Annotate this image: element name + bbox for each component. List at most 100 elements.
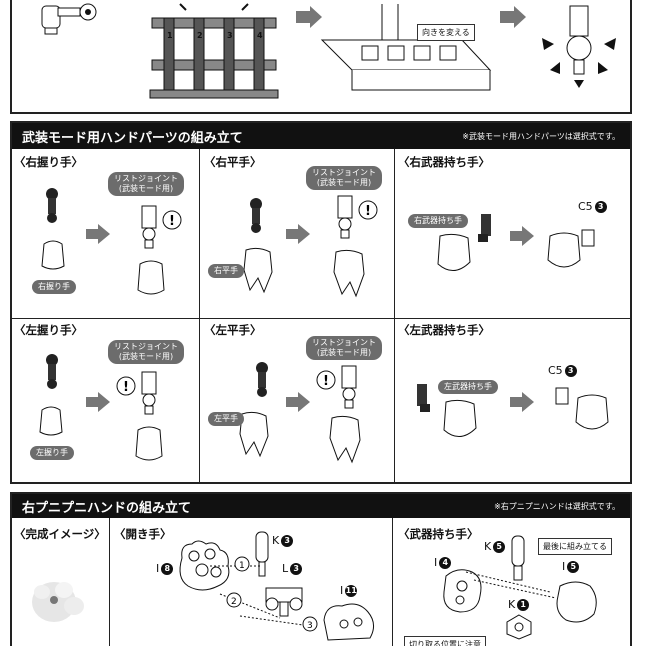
tray-illustration: [320, 4, 492, 91]
connector-part-illustration: [506, 614, 532, 640]
finger-part-illustration: [255, 531, 269, 577]
hand-tag: 右握り手: [32, 280, 76, 294]
wrist-joint-illustration: !: [116, 371, 157, 415]
weapon-hand-assembled-illustration: [555, 387, 609, 430]
top-instruction-frame: 1 2 3 4 向きを変える: [10, 0, 632, 114]
wrist-joint-illustration: !: [316, 365, 357, 409]
cell-label: 〈右平手〉: [204, 155, 262, 169]
svg-text:2: 2: [231, 597, 237, 607]
cell-label: 〈開き手〉: [114, 527, 172, 541]
hand-tag: 左平手: [208, 412, 244, 426]
cell-label: 〈右握り手〉: [14, 155, 83, 169]
step-arrow-icon: [296, 6, 322, 28]
wrist-pin-illustration: [46, 188, 58, 223]
cell-label: 〈左武器持ち手〉: [398, 323, 490, 337]
hand-tag: 右武器持ち手: [408, 214, 468, 228]
weapon-peg-illustration: [417, 384, 430, 412]
cell-label: 〈左平手〉: [204, 323, 262, 337]
wrist-joint-illustration: !: [141, 205, 182, 249]
completed-hand-photo: [32, 582, 84, 622]
grid-divider: [199, 149, 200, 482]
hand-tag: 左握り手: [30, 446, 74, 460]
flat-hand-illustration: [239, 411, 269, 458]
wrist-joint-tag: リストジョイント (武装モード用): [306, 166, 382, 190]
grid-divider: [392, 518, 393, 646]
section-title: 右プニプニハンドの組み立て: [22, 500, 192, 516]
rotate-note: 向きを変える: [417, 24, 475, 41]
assemble-last-note: 最後に組み立てる: [538, 538, 612, 555]
step-arrow-icon: [510, 226, 534, 246]
step-arrow-icon: [286, 392, 310, 412]
wrist-joint-tag: リストジョイント (武装モード用): [306, 336, 382, 360]
fist-hand-illustration: [135, 426, 163, 461]
weapon-hand-illustration: [437, 233, 471, 271]
wrist-joint-tag: リストジョイント (武装モード用): [108, 340, 184, 364]
cell-label: 〈武器持ち手〉: [398, 527, 479, 541]
weapon-peg-illustration: [478, 214, 491, 242]
svg-text:1: 1: [167, 31, 173, 40]
back-hand-part-illustration: [323, 603, 374, 641]
step-arrow-icon: [286, 224, 310, 244]
step-arrow-icon: [500, 6, 526, 28]
section-header: 右プニプニハンドの組み立て ※右プニプニハンドは選択式です。: [12, 494, 630, 518]
hand-tag: 左武器持ち手: [438, 380, 498, 394]
section-note: ※右プニプニハンドは選択式です。: [494, 501, 620, 511]
flat-hand-illustration: [243, 247, 273, 294]
back-hand-part-illustration: [556, 581, 597, 623]
section-note: ※武装モード用ハンドパーツは選択式です。: [462, 131, 620, 141]
joint-part-illustration: [41, 3, 97, 35]
finger-part-illustration: [511, 535, 525, 581]
svg-text:!: !: [123, 380, 129, 395]
fist-hand-illustration: [41, 240, 65, 270]
cut-position-note: 切り取る位置に注意: [404, 636, 486, 646]
flat-hand-illustration: [329, 415, 361, 464]
svg-text:1: 1: [239, 561, 245, 571]
joint-frame-illustration: [265, 587, 303, 617]
wrist-joint-illustration: !: [337, 195, 378, 239]
wrist-pin-illustration: [250, 198, 262, 233]
grid-divider: [394, 149, 395, 482]
svg-text:3: 3: [227, 31, 233, 40]
runner-illustration: 1 2 3 4: [149, 3, 279, 99]
section-header: 武装モード用ハンドパーツの組み立て ※武装モード用ハンドパーツは選択式です。: [12, 123, 630, 149]
step-arrow-icon: [86, 392, 110, 412]
palm-part-illustration: [179, 540, 230, 591]
fist-hand-illustration: [39, 406, 63, 436]
wrist-pin-illustration: [46, 354, 58, 389]
wrist-joint-tag: リストジョイント (武装モード用): [108, 172, 184, 196]
svg-text:4: 4: [257, 31, 263, 40]
cell-label: 〈左握り手〉: [14, 323, 83, 337]
fist-hand-illustration: [137, 260, 165, 295]
cell-label: 〈完成イメージ〉: [14, 527, 106, 541]
step-lines-illustration: 1 2 3: [210, 556, 318, 632]
weapon-hand-assembled-illustration: [547, 229, 595, 268]
grid-divider: [12, 318, 630, 319]
grid-divider: [109, 518, 110, 646]
svg-text:!: !: [169, 214, 175, 229]
cell-label: 〈右武器持ち手〉: [398, 155, 490, 169]
svg-text:2: 2: [197, 31, 203, 40]
step-arrow-icon: [86, 224, 110, 244]
svg-text:3: 3: [307, 621, 313, 631]
svg-text:!: !: [323, 374, 329, 389]
section-title: 武装モード用ハンドパーツの組み立て: [22, 130, 243, 146]
guide-lines-illustration: [465, 571, 557, 599]
weapon-hand-illustration: [443, 399, 477, 437]
wrist-pin-illustration: [256, 362, 268, 397]
flat-hand-illustration: [333, 249, 365, 298]
step-arrow-icon: [510, 392, 534, 412]
hand-tag: 右平手: [208, 264, 244, 278]
svg-text:!: !: [365, 204, 371, 219]
joint-rotation-illustration: [542, 5, 616, 88]
palm-part-illustration: [443, 569, 482, 613]
